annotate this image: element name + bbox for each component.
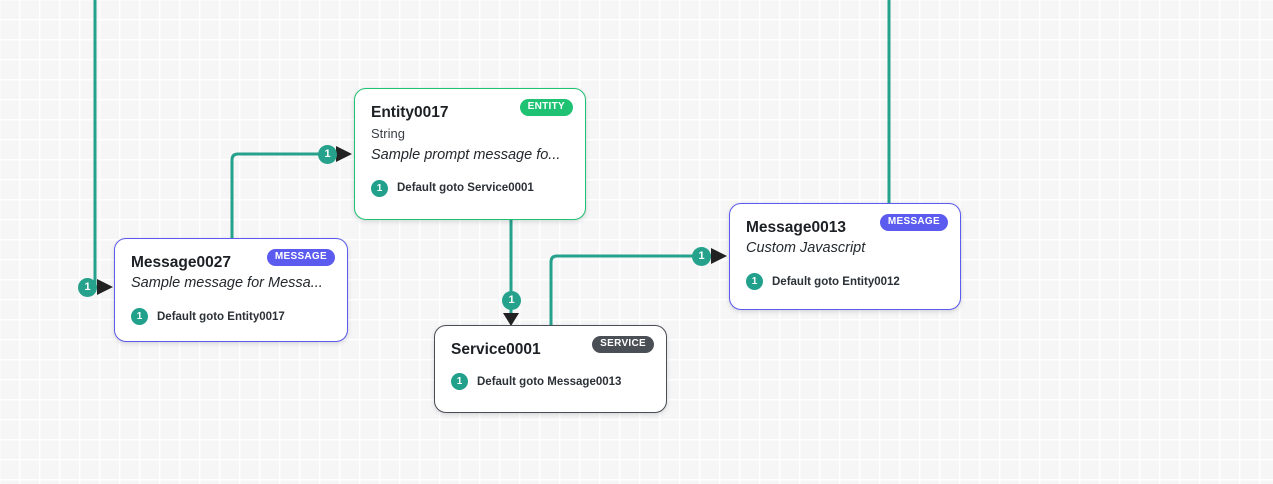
transitions-message0013: 1 Default goto Entity0012 (746, 273, 944, 291)
transition-label: Default goto Message0013 (477, 375, 622, 388)
transition-row[interactable]: 1 Default goto Entity0012 (746, 273, 944, 291)
node-message0027[interactable]: MESSAGE Message0027 Sample message for M… (114, 238, 348, 342)
edge-service0001-message0013 (549, 254, 720, 325)
node-entity0017[interactable]: ENTITY Entity0017 String Sample prompt m… (354, 88, 586, 220)
node-type-badge-message0027: MESSAGE (266, 249, 335, 266)
transition-count-badge: 1 (131, 308, 148, 326)
transition-count-badge: 1 (371, 179, 388, 197)
transition-row[interactable]: 1 Default goto Entity0017 (131, 308, 331, 326)
transition-row[interactable]: 1 Default goto Message0013 (451, 373, 650, 391)
edge-incoming-message0027 (93, 0, 106, 289)
transitions-entity0017: 1 Default goto Service0001 (371, 179, 569, 197)
edge-message0027-entity0017 (230, 152, 345, 238)
transition-label: Default goto Entity0017 (157, 310, 285, 323)
node-type-badge-service0001: SERVICE (592, 336, 654, 353)
transition-label: Default goto Service0001 (397, 182, 534, 195)
node-title-message0027: Message0027 (131, 254, 231, 271)
node-title-message0013: Message0013 (746, 219, 846, 236)
edge-badge-message0027-entity0017[interactable]: 1 (318, 145, 337, 164)
transition-label: Default goto Entity0012 (772, 275, 900, 288)
node-title-entity0017: Entity0017 (371, 104, 449, 121)
edge-badge-service0001-message0013[interactable]: 1 (692, 247, 711, 266)
transitions-message0027: 1 Default goto Entity0017 (131, 308, 331, 326)
transition-count-badge: 1 (746, 273, 763, 291)
edge-arrowhead-entity0017 (336, 146, 352, 162)
node-title-service0001: Service0001 (451, 341, 541, 358)
edge-badge-incoming-message0027[interactable]: 1 (78, 278, 97, 297)
edge-badge-entity0017-service0001[interactable]: 1 (502, 291, 521, 310)
node-type-badge-message0013: MESSAGE (879, 214, 948, 231)
transitions-service0001: 1 Default goto Message0013 (451, 373, 650, 391)
edge-arrowhead-message0013 (711, 248, 727, 264)
node-description-entity0017: Sample prompt message fo... (371, 146, 561, 163)
node-service0001[interactable]: SERVICE Service0001 1 Default goto Messa… (434, 325, 667, 413)
transition-row[interactable]: 1 Default goto Service0001 (371, 179, 569, 197)
node-description-message0027: Sample message for Messa... (131, 275, 323, 292)
node-description-message0013: Custom Javascript (746, 240, 866, 257)
node-subtype-entity0017: String (371, 126, 405, 142)
transition-count-badge: 1 (451, 373, 468, 391)
node-message0013[interactable]: MESSAGE Message0013 Custom Javascript 1 … (729, 203, 961, 310)
edge-arrowhead-message0027 (97, 279, 113, 295)
node-type-badge-entity0017: ENTITY (519, 99, 573, 116)
